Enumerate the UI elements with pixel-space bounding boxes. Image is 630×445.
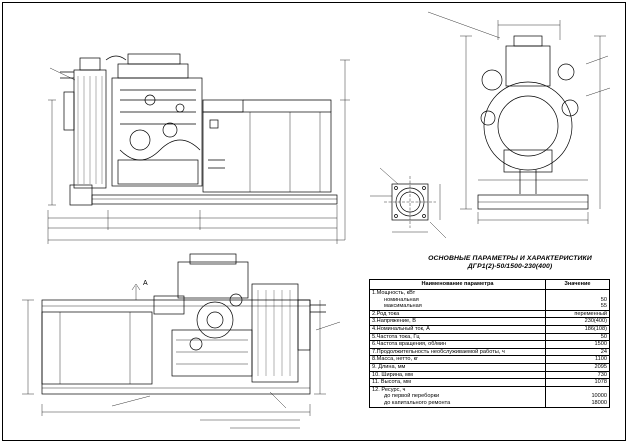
param-name: 10. Ширина, мм [369,370,546,380]
parameters-table: Наименование параметра Значение 1.Мощнос… [369,279,611,408]
param-sub: номинальная [384,296,419,303]
plan-radiator [251,283,299,383]
param-name: 1.Мощность, кВт [372,290,416,296]
table-row: 3.Напряжение, В 230(400) [369,317,611,326]
param-value: 50 [600,296,607,303]
param-name: 4.Номинальный ток, А [369,324,546,334]
param-value: 2095 [544,362,611,372]
param-name: 7.Продолжительность необслуживаемой рабо… [369,347,546,357]
table-row: 12. Ресурс, ч до первой переборки до кап… [369,385,611,408]
view-letter-a: А [143,280,148,287]
param-value: 24 [544,347,611,357]
param-name: 9. Длина, мм [369,362,546,372]
engine-block [111,77,203,187]
table-row: 10. Ширина, мм 730 [369,370,611,380]
param-value: 55 [600,303,607,310]
table-row: 2.Род тока переменный [369,309,611,319]
table-row: 6.Частота вращения, об/мин 1500 [369,340,611,349]
param-value: переменный [544,309,611,319]
param-value: 10000 [591,393,607,400]
plan-generator [41,311,153,385]
table-row: 5.Частота тока, Гц 50 [369,332,611,342]
table-row: 1.Мощность, кВт номинальная максимальная… [369,289,611,311]
param-name: 12. Ресурс, ч [372,386,406,393]
end-view [427,11,611,224]
model-designation: ДГР1(2)-50/1500-230(400) [467,263,553,270]
param-name: 11. Высота, мм [369,378,546,387]
param-name: 8.Масса, нетто, кг [369,355,546,364]
table-row: 8.Масса, нетто, кг 1100 [369,355,611,364]
base-frame [91,194,338,205]
table-row: 4.Номинальный ток, А 186(108) [369,324,611,334]
param-value: 730 [544,370,611,380]
param-sub: максимальная [384,303,422,310]
sheet-border [2,2,626,441]
param-value: 1078 [544,378,611,387]
table-row: 7.Продолжительность необслуживаемой рабо… [369,347,611,357]
param-value: 50 [544,332,611,342]
param-name: 2.Род тока [369,309,546,319]
param-value: 18000 [591,399,607,406]
end-flywheel [483,81,573,171]
param-name: 6.Частота вращения, об/мин [369,340,546,349]
param-value: 1100 [544,355,611,364]
table-row: 9. Длина, мм 2095 [369,362,611,372]
params-title: ОСНОВНЫЕ ПАРАМЕТРЫ И ХАРАКТЕРИСТИКИ [428,255,592,262]
flange-detail [379,167,447,239]
generator-body [202,111,332,193]
param-sub: до капитального ремонта [384,399,451,406]
plan-engine-top [177,261,249,299]
param-value: 230(400) [544,317,611,326]
header-value: Значение [544,279,611,290]
param-value: 1500 [544,340,611,349]
plan-view [22,253,341,429]
param-name: 5.Частота тока, Гц [369,332,546,342]
param-sub: до первой переборки [384,393,440,400]
table-row: 11. Высота, мм 1078 [369,378,611,387]
param-name: 3.Напряжение, В [369,317,546,326]
table-header-row: Наименование параметра Значение [369,279,611,290]
header-parameter: Наименование параметра [369,279,546,290]
param-value: 186(108) [544,324,611,334]
